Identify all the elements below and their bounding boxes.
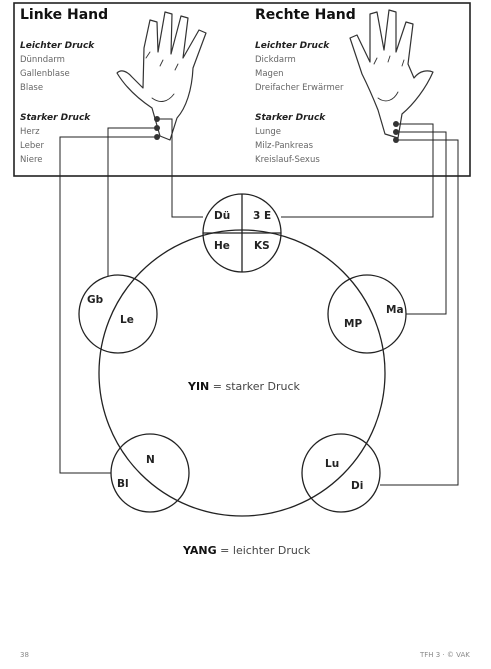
node-gb-le [78,274,158,354]
right-strong-pressure-label: Starker Druck [255,113,326,123]
left-strong-organ: Leber [20,141,44,151]
yin-circle [98,229,386,517]
left-strong-pressure-label: Starker Druck [20,113,91,123]
yin-caption: YIN = starker Druck [188,380,300,393]
yang-rest: = leichter Druck [216,544,311,557]
right-strong-organ: Milz-Pankreas [255,141,314,151]
left-light-organ: Dünndarm [20,55,65,65]
connection-lines [59,118,459,486]
left-strong-organ: Niere [20,155,43,165]
header-box [13,2,471,177]
left-light-pressure-label: Leichter Druck [20,41,95,51]
node-label-ma: Ma [386,304,404,316]
node-label-3e: 3 E [253,210,272,222]
left-light-organ: Blase [20,83,44,93]
right-strong-organ: Kreislauf-Sexus [255,155,320,165]
left-hand-icon [116,11,207,141]
left-hand-title: Linke Hand [20,7,109,23]
left-wrist-dots [154,116,160,140]
node-label-du: Dü [214,210,231,222]
right-hand-title: Rechte Hand [255,7,356,23]
right-light-organ: Dickdarm [255,55,296,65]
right-hand-icon [349,9,434,139]
node-label-n: N [146,454,155,466]
node-lu-di [301,433,381,513]
node-label-bl: Bl [117,478,129,490]
node-label-le: Le [120,314,134,326]
page-number: 38 [20,651,29,659]
left-light-organ: Gallenblase [20,69,70,79]
yang-term: YANG [183,544,217,557]
node-label-ks: KS [254,240,270,252]
node-label-gb: Gb [87,294,104,306]
yin-rest: = starker Druck [209,380,300,393]
yin-term: YIN [188,380,210,393]
node-label-lu: Lu [325,458,340,470]
footer-reference: TFH 3 · © VAK [420,651,470,659]
node-label-he: He [214,240,230,252]
node-label-mp: MP [344,318,363,330]
left-strong-organ: Herz [20,127,40,137]
node-label-di: Di [351,480,364,492]
node-bl-n [110,433,190,513]
right-light-pressure-label: Leichter Druck [255,41,330,51]
yang-caption: YANG = leichter Druck [183,544,310,557]
right-strong-organ: Lunge [255,127,281,137]
right-wrist-dots [393,121,399,143]
right-light-organ: Magen [255,69,284,79]
right-light-organ: Dreifacher Erwärmer [255,83,344,93]
top-node [202,193,282,273]
